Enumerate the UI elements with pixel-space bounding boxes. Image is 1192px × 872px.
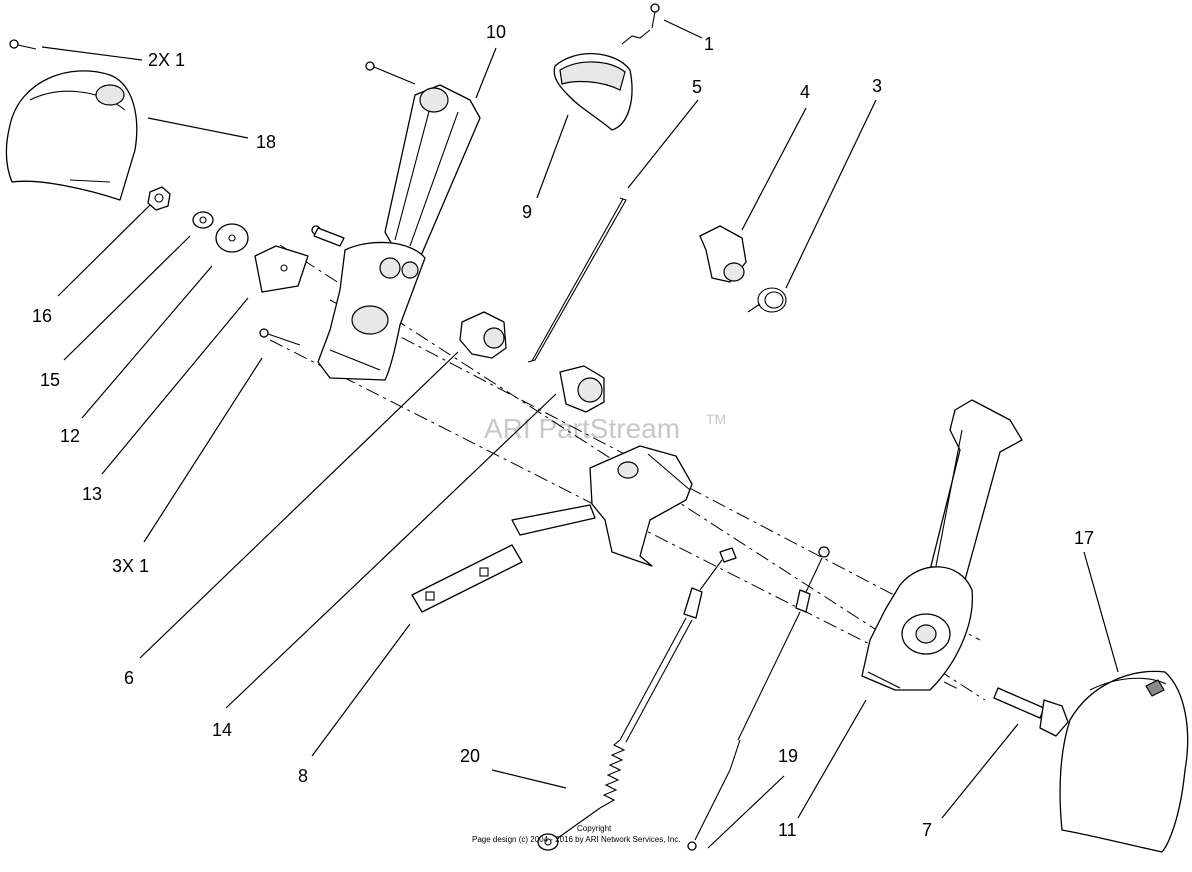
callout-3: 3	[872, 76, 882, 96]
part-8-shift-bracket	[411, 445, 693, 613]
part-5-rod	[527, 197, 627, 363]
callout-15: 15	[40, 370, 60, 390]
callout-4: 4	[800, 82, 810, 102]
watermark-text: ARI PartStream	[484, 413, 680, 444]
callout-18: 18	[256, 132, 276, 152]
callout-5: 5	[692, 77, 702, 97]
leader-lines	[41, 19, 1119, 849]
callout-16: 16	[32, 306, 52, 326]
callout-2x1: 2X 1	[148, 50, 185, 70]
part-6-cam	[459, 311, 507, 359]
part-18-left-cover	[5, 70, 138, 201]
callout-7: 7	[922, 820, 932, 840]
callout-14: 14	[212, 720, 232, 740]
part-1-pin	[621, 3, 660, 45]
part-10-left-lever	[317, 84, 481, 381]
part-16-nut	[147, 186, 171, 211]
callout-12: 12	[60, 426, 80, 446]
callout-6: 6	[124, 668, 134, 688]
callout-11: 11	[778, 820, 797, 840]
callout-17: 17	[1074, 528, 1094, 548]
part-12-washer	[215, 223, 249, 253]
callout-labels: 1 2X 1 3 3X 1 4 5 6 7 8 9 10 11 12 13 14…	[32, 22, 1094, 840]
callout-3x1: 3X 1	[112, 556, 149, 576]
watermark-trademark: TM	[706, 411, 726, 427]
callout-20: 20	[460, 746, 480, 766]
part-17-right-cover	[1059, 670, 1189, 853]
part-screw-mid	[311, 225, 345, 247]
part-4-latch	[699, 225, 747, 283]
part-9-knob-cap	[553, 53, 633, 131]
part-7-bolt	[993, 687, 1069, 737]
part-13-plate	[254, 245, 309, 293]
callout-19: 19	[778, 746, 798, 766]
callout-8: 8	[298, 766, 308, 786]
copyright-line-1: Copyright	[577, 824, 612, 833]
part-3x-screw	[259, 328, 301, 346]
copyright-line-2: Page design (c) 2004 - 2016 by ARI Netwo…	[472, 835, 681, 844]
part-20-cable-spring	[537, 547, 737, 851]
part-screw-upper	[365, 61, 416, 85]
part-3-spring	[747, 287, 787, 313]
callout-1: 1	[704, 34, 714, 54]
part-11-right-lever	[861, 399, 1023, 691]
part-14-bushing	[559, 365, 605, 413]
callout-13: 13	[82, 484, 102, 504]
part-15-washer	[192, 211, 214, 229]
part-2-screw	[9, 39, 37, 50]
part-19-cable	[687, 546, 830, 851]
callout-10: 10	[486, 22, 506, 42]
callout-9: 9	[522, 202, 532, 222]
